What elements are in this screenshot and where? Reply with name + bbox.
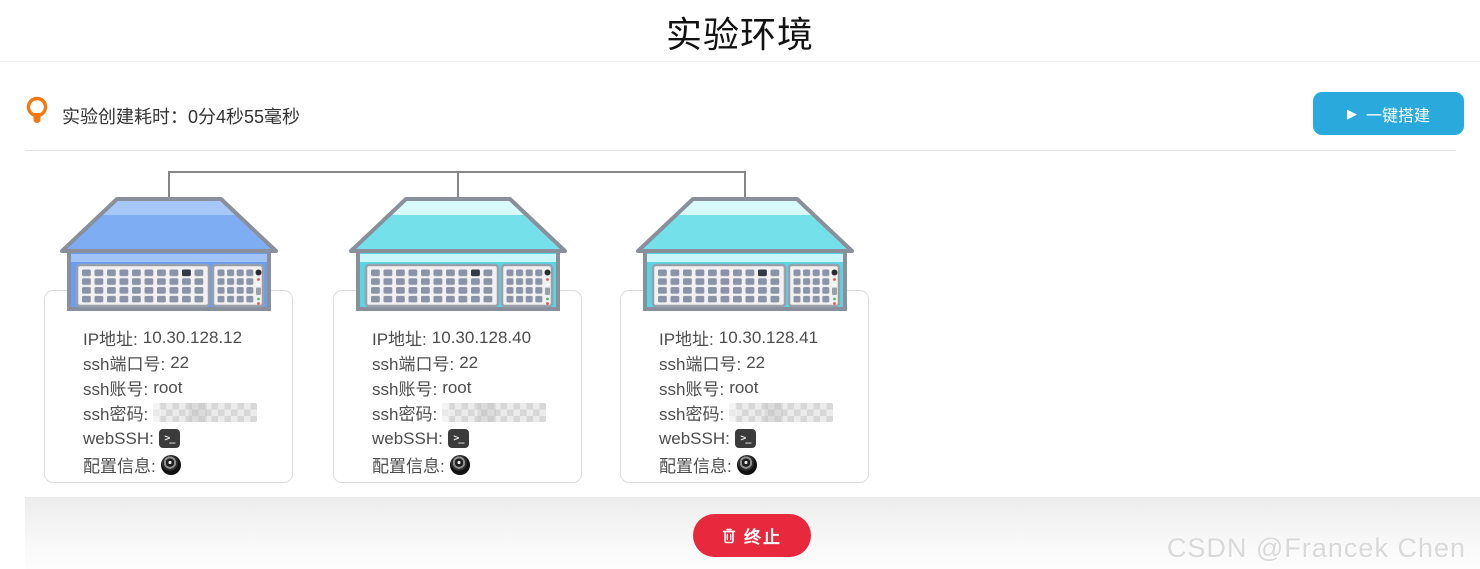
webssh-terminal-icon[interactable]: >_ — [447, 429, 469, 448]
server-switch-icon — [349, 195, 567, 313]
trash-icon — [722, 528, 736, 544]
webssh-terminal-icon[interactable]: >_ — [158, 429, 180, 448]
elapsed-time-text: 实验创建耗时：0分4秒55毫秒 — [62, 107, 301, 127]
ssh-password-row: ssh密码: — [372, 400, 573, 425]
topology-connector-drop-3 — [744, 171, 746, 201]
ssh-user-label: ssh账号: — [372, 380, 438, 399]
ssh-user-row: ssh账号: root — [372, 375, 573, 400]
ssh-port-label: ssh端口号: — [372, 355, 455, 374]
ssh-port-row: ssh端口号: 22 — [83, 350, 284, 375]
password-masked — [153, 403, 258, 422]
webssh-row: webSSH: >_ — [659, 426, 860, 451]
ssh-password-label: ssh密码: — [659, 405, 725, 424]
topology-connector-drop-1 — [168, 171, 170, 201]
ip-row: IP地址: 10.30.128.41 — [659, 325, 860, 350]
ip-label: IP地址: — [83, 330, 138, 349]
terminate-button[interactable]: 终止 — [693, 514, 811, 557]
server-card: IP地址: 10.30.128.41 ssh端口号: 22 ssh账号: roo… — [620, 290, 869, 483]
ssh-user-value: root — [729, 377, 759, 397]
server-switch-icon — [60, 195, 278, 313]
config-info-row: 配置信息: — [372, 452, 573, 477]
webssh-label: webSSH: — [659, 428, 730, 448]
config-info-icon[interactable] — [160, 454, 181, 475]
webssh-label: webSSH: — [372, 428, 443, 448]
ssh-port-label: ssh端口号: — [659, 355, 742, 374]
ssh-password-row: ssh密码: — [83, 400, 284, 425]
config-info-label: 配置信息: — [372, 457, 445, 476]
lightbulb-icon — [26, 96, 48, 123]
ip-value: 10.30.128.12 — [142, 327, 243, 347]
footer-bar: 终止 — [25, 497, 1480, 569]
server-node: IP地址: 10.30.128.40 ssh端口号: 22 ssh账号: roo… — [333, 195, 582, 483]
ip-label: IP地址: — [659, 330, 714, 349]
ssh-port-row: ssh端口号: 22 — [372, 350, 573, 375]
ssh-port-value: 22 — [170, 352, 190, 372]
ssh-port-row: ssh端口号: 22 — [659, 350, 860, 375]
ssh-user-value: root — [153, 377, 183, 397]
terminate-button-label: 终止 — [744, 528, 782, 547]
ssh-password-row: ssh密码: — [659, 400, 860, 425]
server-node: IP地址: 10.30.128.41 ssh端口号: 22 ssh账号: roo… — [620, 195, 869, 483]
watermark: CSDN @Francek Chen — [1167, 533, 1466, 563]
ssh-user-value: root — [442, 377, 472, 397]
config-info-label: 配置信息: — [83, 457, 156, 476]
ip-value: 10.30.128.41 — [718, 327, 819, 347]
webssh-terminal-icon[interactable]: >_ — [734, 429, 756, 448]
topology-diagram: IP地址: 10.30.128.12 ssh端口号: 22 ssh账号: roo… — [0, 150, 1480, 497]
ssh-user-label: ssh账号: — [659, 380, 725, 399]
password-masked — [729, 403, 834, 422]
page-title: 实验环境 — [665, 14, 814, 55]
config-info-label: 配置信息: — [659, 457, 732, 476]
config-info-row: 配置信息: — [83, 452, 284, 477]
config-info-icon[interactable] — [736, 454, 757, 475]
ssh-port-value: 22 — [746, 352, 766, 372]
topology-connector-drop-2 — [457, 171, 459, 201]
config-info-row: 配置信息: — [659, 452, 860, 477]
title-divider — [0, 61, 1480, 62]
ip-row: IP地址: 10.30.128.12 — [83, 325, 284, 350]
build-button-label: 一键搭建 — [1365, 107, 1430, 125]
ip-label: IP地址: — [372, 330, 427, 349]
ssh-user-label: ssh账号: — [83, 380, 149, 399]
server-card: IP地址: 10.30.128.12 ssh端口号: 22 ssh账号: roo… — [44, 290, 293, 483]
config-info-icon[interactable] — [449, 454, 470, 475]
ssh-password-label: ssh密码: — [83, 405, 149, 424]
ip-value: 10.30.128.40 — [431, 327, 532, 347]
webssh-row: webSSH: >_ — [372, 426, 573, 451]
server-node: IP地址: 10.30.128.12 ssh端口号: 22 ssh账号: roo… — [44, 195, 293, 483]
build-button[interactable]: ▶ 一键搭建 — [1313, 92, 1464, 135]
ssh-user-row: ssh账号: root — [659, 375, 860, 400]
play-icon: ▶ — [1346, 106, 1357, 121]
ip-row: IP地址: 10.30.128.40 — [372, 325, 573, 350]
header-divider — [25, 150, 1456, 151]
ssh-port-value: 22 — [459, 352, 479, 372]
ssh-user-row: ssh账号: root — [83, 375, 284, 400]
webssh-label: webSSH: — [83, 428, 154, 448]
ssh-port-label: ssh端口号: — [83, 355, 166, 374]
webssh-row: webSSH: >_ — [83, 426, 284, 451]
server-card: IP地址: 10.30.128.40 ssh端口号: 22 ssh账号: roo… — [333, 290, 582, 483]
ssh-password-label: ssh密码: — [372, 405, 438, 424]
password-masked — [442, 403, 547, 422]
server-switch-icon — [636, 195, 854, 313]
